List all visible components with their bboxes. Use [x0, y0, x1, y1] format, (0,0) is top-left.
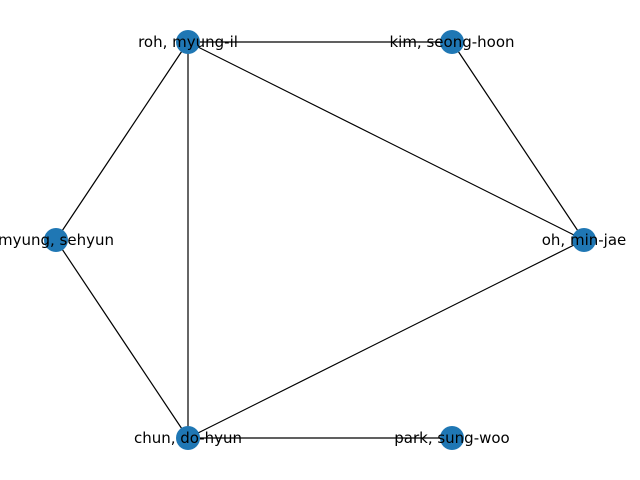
- node-chun: [176, 426, 200, 450]
- node-oh: [572, 228, 596, 252]
- node-roh: [176, 30, 200, 54]
- labels-layer: roh, myung-il kim, seong-hoon myung, sehyu…: [0, 33, 626, 447]
- edge-kim-oh: [451, 41, 585, 241]
- edges-layer: [55, 41, 585, 439]
- node-label-roh: roh, myung-il: [138, 33, 238, 51]
- nodes-layer: [44, 30, 596, 450]
- edge-chun-oh: [187, 239, 585, 439]
- node-label-park: park, sung-woo: [394, 429, 510, 447]
- node-park: [440, 426, 464, 450]
- node-kim: [440, 30, 464, 54]
- edge-roh-myung: [55, 41, 189, 241]
- node-myung: [44, 228, 68, 252]
- node-label-oh: oh, min-jae: [542, 231, 627, 249]
- node-label-myung: myung, sehyun: [0, 231, 114, 249]
- edge-roh-oh: [187, 41, 585, 241]
- node-label-chun: chun, do-hyun: [134, 429, 242, 447]
- edge-myung-chun: [55, 239, 189, 439]
- node-label-kim: kim, seong-hoon: [389, 33, 514, 51]
